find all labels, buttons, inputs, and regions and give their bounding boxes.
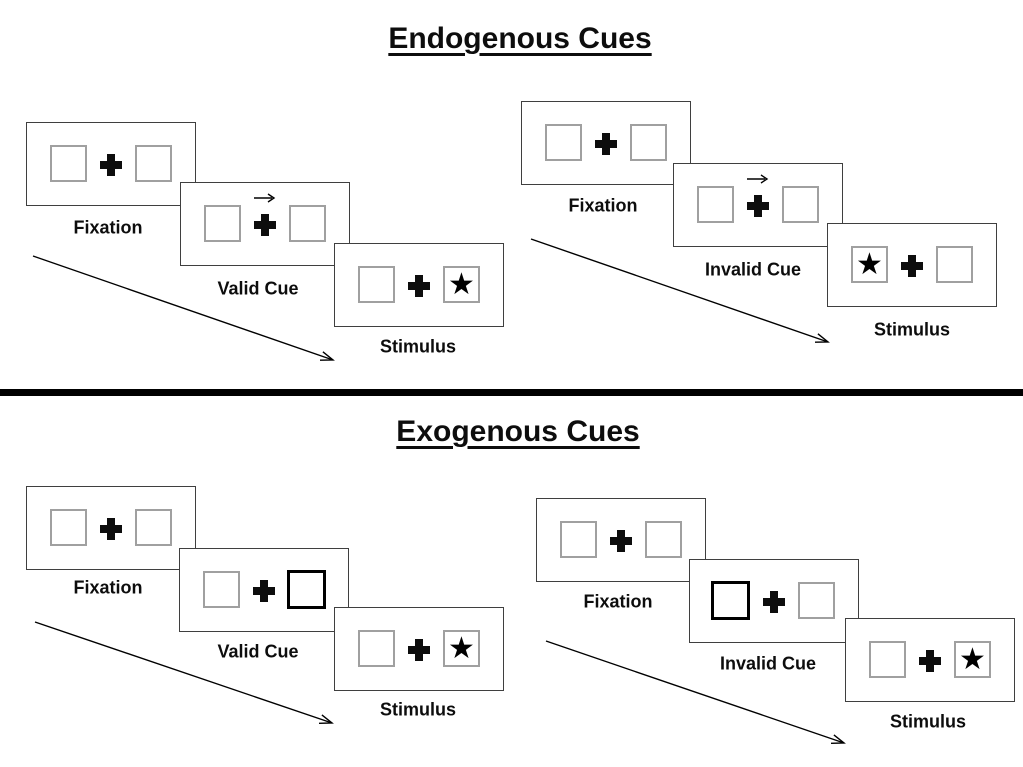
right-box-with-star: ★ [954, 641, 991, 678]
fixation-cross-icon [100, 154, 122, 176]
right-box-with-star: ★ [443, 266, 480, 303]
right-box [645, 521, 682, 558]
star-stimulus-icon: ★ [448, 267, 475, 301]
fixation-label: Fixation [583, 591, 653, 612]
fixation-cross-icon [595, 133, 617, 155]
left-box [545, 124, 582, 161]
cue-arrow-right-icon [254, 193, 276, 203]
fixation-label: Fixation [73, 577, 143, 598]
stimulus-label: Stimulus [873, 319, 951, 340]
timeline-arrow-endogenous-invalid [530, 238, 830, 343]
valid-cue-panel [180, 182, 350, 266]
left-box [697, 186, 734, 223]
left-box [560, 521, 597, 558]
left-box [358, 266, 395, 303]
fixation-cross-icon [610, 530, 632, 552]
right-box [936, 246, 973, 283]
exogenous-section-title: Exogenous Cues [396, 415, 640, 448]
fixation-label: Fixation [568, 195, 638, 216]
fixation-cross-icon [408, 275, 430, 297]
valid-cue-label: Valid Cue [217, 278, 299, 299]
left-box-with-star: ★ [851, 246, 888, 283]
right-box [798, 582, 835, 619]
fixation-cross-icon [747, 195, 769, 217]
fixation-cross-icon [901, 255, 923, 277]
valid-cue-label: Valid Cue [217, 641, 299, 662]
right-box [135, 145, 172, 182]
left-box [358, 630, 395, 667]
right-box [135, 509, 172, 546]
fixation-cross-icon [763, 591, 785, 613]
section-divider [0, 389, 1023, 396]
fixation-panel [536, 498, 706, 582]
right-box [782, 186, 819, 223]
star-stimulus-icon: ★ [448, 631, 475, 665]
right-box [289, 205, 326, 242]
fixation-cross-icon [253, 580, 275, 602]
thick-cue-box [287, 570, 326, 609]
left-box [50, 509, 87, 546]
fixation-cross-icon [919, 650, 941, 672]
fixation-cross-icon [254, 214, 276, 236]
invalid-cue-panel [673, 163, 843, 247]
left-box [203, 571, 240, 608]
stimulus-label: Stimulus [379, 699, 457, 720]
fixation-cross-icon [100, 518, 122, 540]
thick-cue-box [711, 581, 750, 620]
fixation-panel [26, 486, 196, 570]
left-box [204, 205, 241, 242]
fixation-cross-icon [408, 639, 430, 661]
stimulus-panel: ★ [334, 607, 504, 691]
timeline-arrow-exogenous-valid [34, 621, 334, 724]
star-stimulus-icon: ★ [856, 247, 883, 281]
star-stimulus-icon: ★ [959, 642, 986, 676]
right-box [630, 124, 667, 161]
invalid-cue-label: Invalid Cue [719, 653, 817, 674]
fixation-panel [26, 122, 196, 206]
timeline-arrow-endogenous-valid [32, 255, 335, 361]
stimulus-panel: ★ [334, 243, 504, 327]
right-box-with-star: ★ [443, 630, 480, 667]
stimulus-panel: ★ [827, 223, 997, 307]
stimulus-panel: ★ [845, 618, 1015, 702]
endogenous-section-title: Endogenous Cues [388, 22, 652, 55]
stimulus-label: Stimulus [379, 336, 457, 357]
fixation-panel [521, 101, 691, 185]
invalid-cue-label: Invalid Cue [704, 259, 802, 280]
left-box [50, 145, 87, 182]
stimulus-label: Stimulus [889, 711, 967, 732]
cue-arrow-right-icon [747, 174, 769, 184]
invalid-cue-panel [689, 559, 859, 643]
fixation-label: Fixation [73, 217, 143, 238]
valid-cue-panel [179, 548, 349, 632]
left-box [869, 641, 906, 678]
